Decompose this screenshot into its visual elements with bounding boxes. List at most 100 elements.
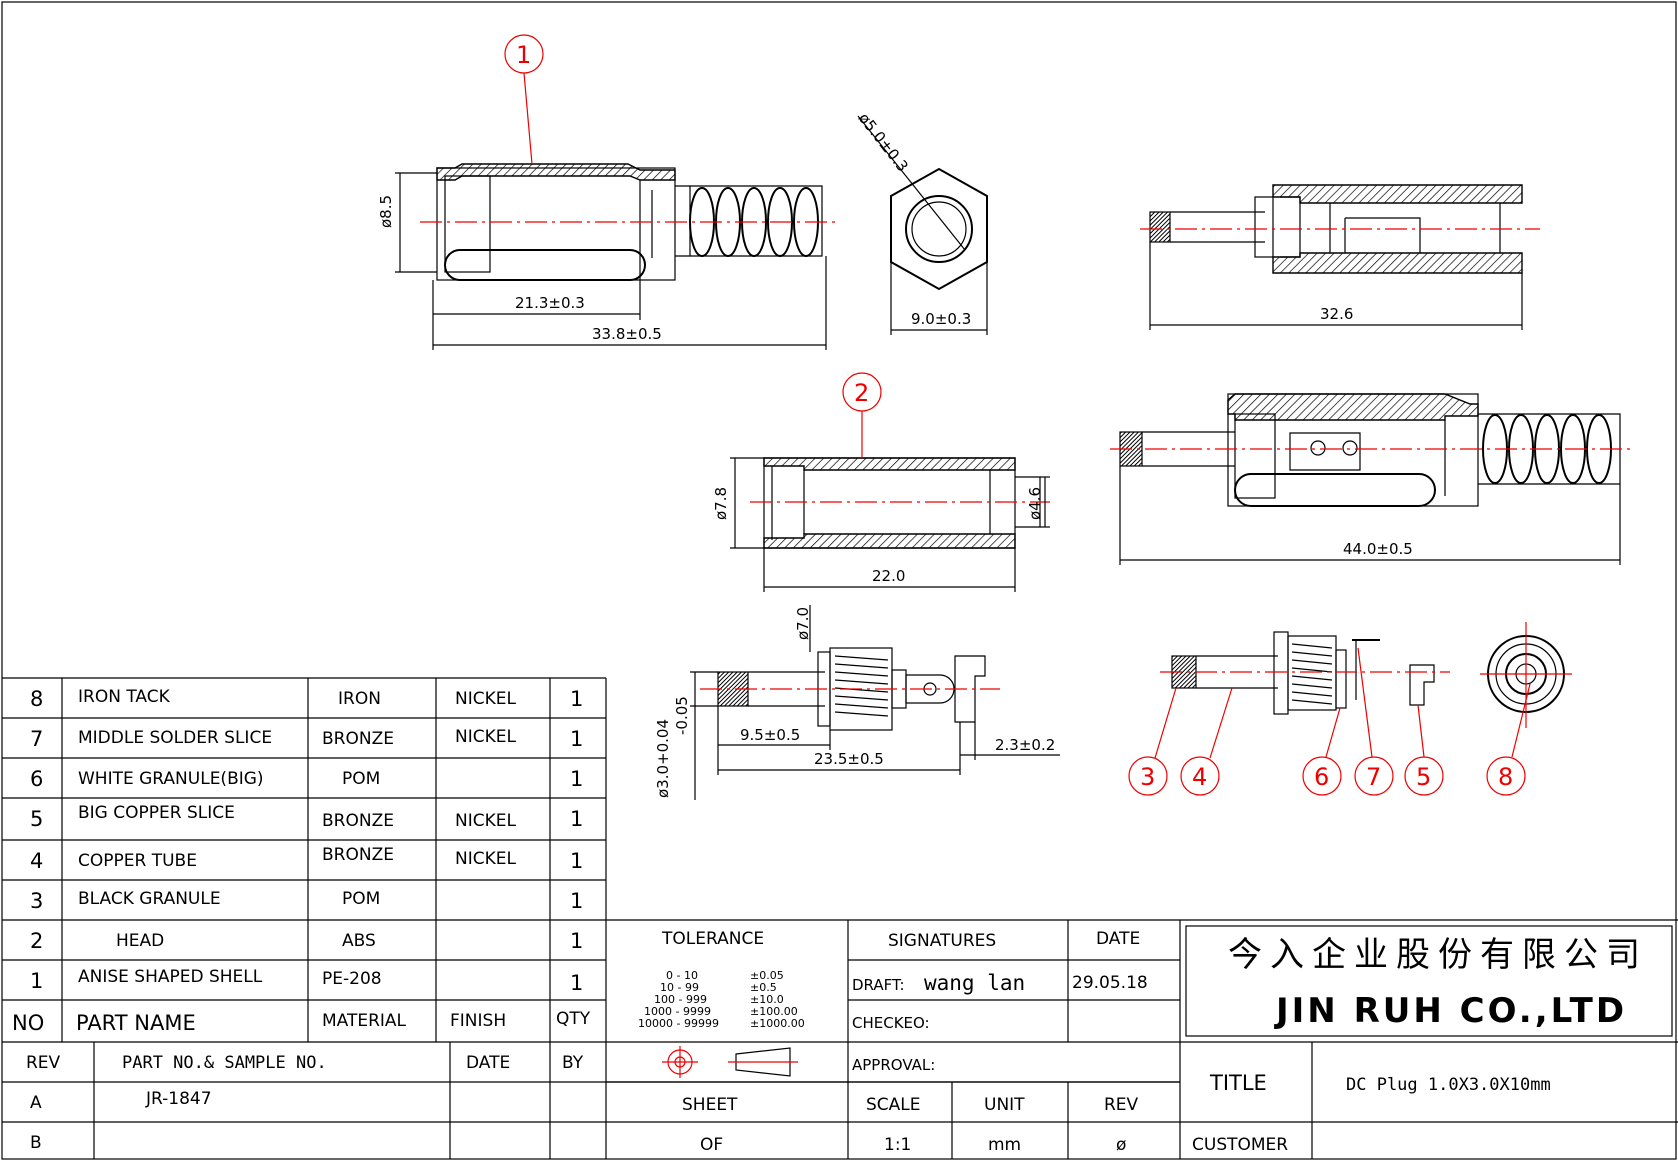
company-block: 今入企业股份有限公司 JIN RUH CO.,LTD TITLE DC Plug… bbox=[1192, 935, 1640, 1155]
tol-range: 0 - 10 bbox=[666, 969, 698, 982]
shell-side-view: ø8.5 21.3±0.3 33.8±0.5 bbox=[377, 163, 835, 350]
balloon-6: 6 bbox=[1302, 707, 1342, 796]
part-finish: NICKEL bbox=[455, 811, 516, 831]
rev-value: ø bbox=[1116, 1135, 1126, 1155]
svg-text:7: 7 bbox=[1366, 763, 1381, 791]
sheet-label: SHEET bbox=[682, 1095, 738, 1115]
header-qty: QTY bbox=[556, 1009, 591, 1029]
title-block-grid bbox=[606, 919, 1678, 1159]
part-name: BIG COPPER SLICE bbox=[78, 803, 235, 823]
part-no: 8 bbox=[30, 687, 43, 711]
dim-assembly-len: 44.0±0.5 bbox=[1343, 540, 1413, 558]
part-no: 7 bbox=[30, 727, 43, 751]
part-qty: 1 bbox=[570, 767, 583, 791]
tol-value: ±0.5 bbox=[750, 981, 777, 994]
signatures-block: SIGNATURES DATE DRAFT: wang lan 29.05.18… bbox=[852, 929, 1148, 1155]
dim-shell-dia: ø8.5 bbox=[377, 195, 395, 228]
balloon-3: 3 bbox=[1128, 687, 1177, 796]
dim-head-dia: ø7.8 bbox=[712, 487, 730, 520]
draft-date: 29.05.18 bbox=[1072, 973, 1148, 993]
svg-text:6: 6 bbox=[1314, 763, 1329, 791]
part-material: IRON bbox=[338, 689, 381, 709]
part-material: BRONZE bbox=[322, 845, 394, 865]
by-header: BY bbox=[562, 1053, 584, 1073]
tol-range: 10000 - 99999 bbox=[638, 1017, 719, 1030]
dim-pin-tol-b: -0.05 bbox=[673, 696, 691, 735]
balloon-7: 7 bbox=[1354, 647, 1394, 796]
of-label: OF bbox=[700, 1135, 723, 1155]
tol-range: 1000 - 9999 bbox=[644, 1005, 711, 1018]
part-number-value: JR-1847 bbox=[145, 1089, 212, 1109]
part-name: HEAD bbox=[116, 931, 164, 951]
dim-head-inner: ø4.6 bbox=[1026, 487, 1044, 520]
part-no: 3 bbox=[30, 889, 43, 913]
dim-shell-len1: 21.3±0.3 bbox=[515, 294, 585, 312]
dim-pin-len2: 23.5±0.5 bbox=[814, 750, 884, 768]
approval-label: APPROVAL: bbox=[852, 1056, 935, 1074]
dim-hex-dia: ø5.0±0.3 bbox=[855, 109, 912, 175]
header-part-name: PART NAME bbox=[76, 1011, 196, 1035]
part-qty: 1 bbox=[570, 687, 583, 711]
assembly-view: 44.0±0.5 bbox=[1110, 393, 1635, 565]
part-qty: 1 bbox=[570, 971, 583, 995]
part-no-header: PART NO.& SAMPLE NO. bbox=[122, 1053, 327, 1073]
part-material: BRONZE bbox=[322, 811, 394, 831]
draft-name: wang lan bbox=[924, 971, 1025, 995]
revision-table: REV PART NO.& SAMPLE NO. DATE BY A JR-18… bbox=[26, 1053, 584, 1153]
dim-pin-thread: ø7.0 bbox=[794, 607, 812, 640]
svg-text:2: 2 bbox=[854, 379, 869, 407]
svg-text:3: 3 bbox=[1140, 763, 1155, 791]
tolerance-title: TOLERANCE bbox=[661, 929, 764, 949]
scale-value: 1:1 bbox=[884, 1135, 911, 1155]
part-no: 4 bbox=[30, 849, 43, 873]
part-material: ABS bbox=[342, 931, 376, 951]
part-qty: 1 bbox=[570, 727, 583, 751]
part-name: ANISE SHAPED SHELL bbox=[78, 967, 263, 987]
pin-end-view bbox=[1480, 622, 1572, 728]
unit-value: mm bbox=[988, 1135, 1021, 1155]
tol-value: ±100.00 bbox=[750, 1005, 798, 1018]
part-name: COPPER TUBE bbox=[78, 851, 197, 871]
header-finish: FINISH bbox=[450, 1011, 506, 1031]
date-title: DATE bbox=[1096, 929, 1140, 949]
svg-text:5: 5 bbox=[1416, 763, 1431, 791]
pin-side-view: ø7.0 ø3.0+0.04 -0.05 9.5±0.5 23.5±0.5 2.… bbox=[654, 605, 1060, 800]
date-header: DATE bbox=[466, 1053, 510, 1073]
parts-list bbox=[2, 677, 1678, 1159]
tol-value: ±0.05 bbox=[750, 969, 784, 982]
checked-label: CHECKEO: bbox=[852, 1014, 930, 1032]
part-no: 5 bbox=[30, 807, 43, 831]
header-material: MATERIAL bbox=[322, 1011, 407, 1031]
hex-end-view: ø5.0±0.3 9.0±0.3 bbox=[855, 109, 988, 335]
svg-text:1: 1 bbox=[516, 41, 531, 69]
rev-a: A bbox=[30, 1093, 42, 1113]
dim-head-len: 22.0 bbox=[872, 567, 905, 585]
part-finish: NICKEL bbox=[455, 849, 516, 869]
parts-rows: 8 IRON TACK IRON NICKEL 1 7 MIDDLE SOLDE… bbox=[12, 687, 591, 1035]
dim-pin-len1: 9.5±0.5 bbox=[740, 726, 800, 744]
part-no: 6 bbox=[30, 767, 43, 791]
tolerance-block: TOLERANCE 0 - 10 10 - 99 100 - 999 1000 … bbox=[638, 929, 805, 1155]
part-name: BLACK GRANULE bbox=[78, 889, 221, 909]
balloon-4: 4 bbox=[1180, 687, 1233, 796]
tol-range: 10 - 99 bbox=[660, 981, 699, 994]
head-section-view: ø7.8 ø4.6 22.0 bbox=[712, 457, 1050, 592]
part-qty: 1 bbox=[570, 889, 583, 913]
customer-label: CUSTOMER bbox=[1192, 1135, 1288, 1155]
part-name: MIDDLE SOLDER SLICE bbox=[78, 728, 272, 748]
part-no: 2 bbox=[30, 929, 43, 953]
balloon-1: 1 bbox=[504, 34, 544, 165]
company-name-en: JIN RUH CO.,LTD bbox=[1274, 991, 1627, 1031]
part-material: POM bbox=[342, 769, 380, 789]
part-name: IRON TACK bbox=[78, 687, 171, 707]
rev-header-block: REV bbox=[1104, 1095, 1139, 1115]
part-material: BRONZE bbox=[322, 729, 394, 749]
part-name: WHITE GRANULE(BIG) bbox=[78, 769, 264, 789]
dim-shell-len2: 33.8±0.5 bbox=[592, 325, 662, 343]
part-qty: 1 bbox=[570, 849, 583, 873]
dim-pin-tol-a: ø3.0+0.04 bbox=[654, 719, 672, 798]
draft-label: DRAFT: bbox=[852, 976, 905, 994]
signatures-title: SIGNATURES bbox=[888, 931, 996, 951]
